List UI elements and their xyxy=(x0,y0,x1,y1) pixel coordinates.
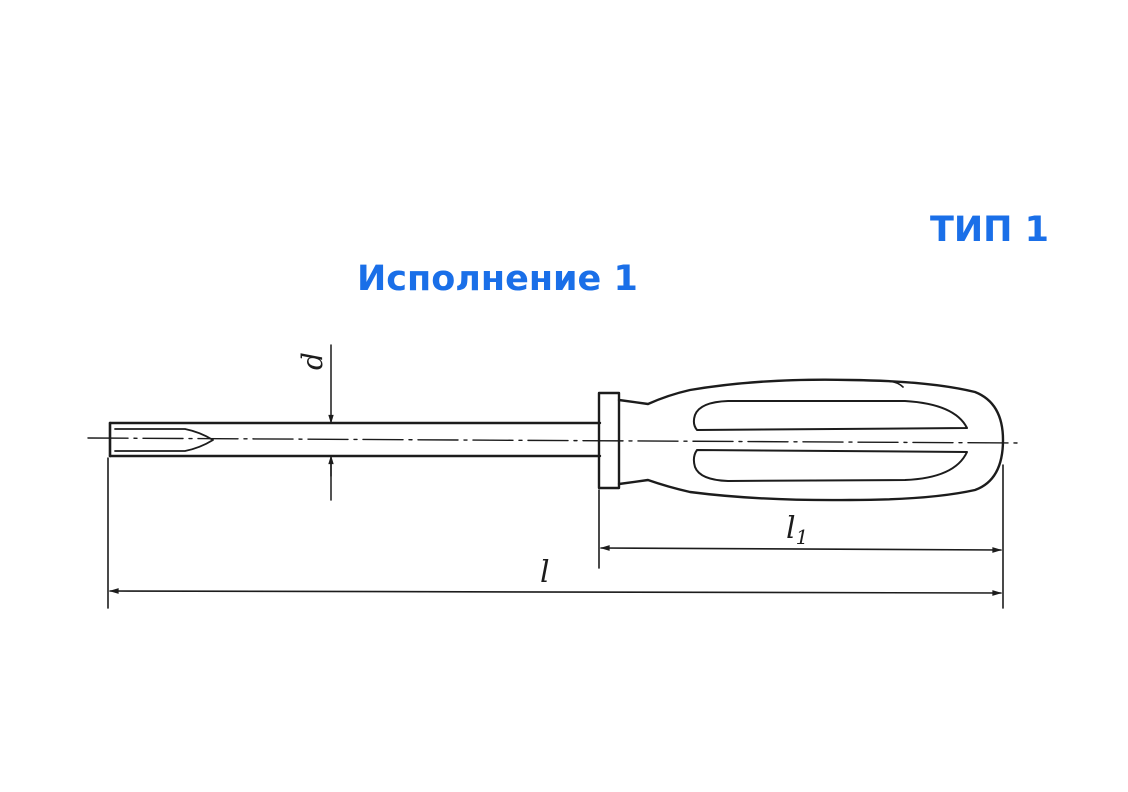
extension-lines xyxy=(107,457,1004,609)
handle-length-dimension-line xyxy=(600,545,1002,553)
center-axis-line xyxy=(87,437,1019,444)
type-caption: ТИП 1 xyxy=(930,210,1049,250)
overall-length-dimension-line xyxy=(109,588,1002,596)
handle-length-label: l1 xyxy=(786,511,808,549)
variant-caption: Исполнение 1 xyxy=(357,259,638,299)
overall-length-label: l xyxy=(540,555,550,590)
screwdriver-handle xyxy=(597,378,1005,502)
diameter-label: d xyxy=(296,352,329,370)
screwdriver-shaft xyxy=(108,421,602,458)
